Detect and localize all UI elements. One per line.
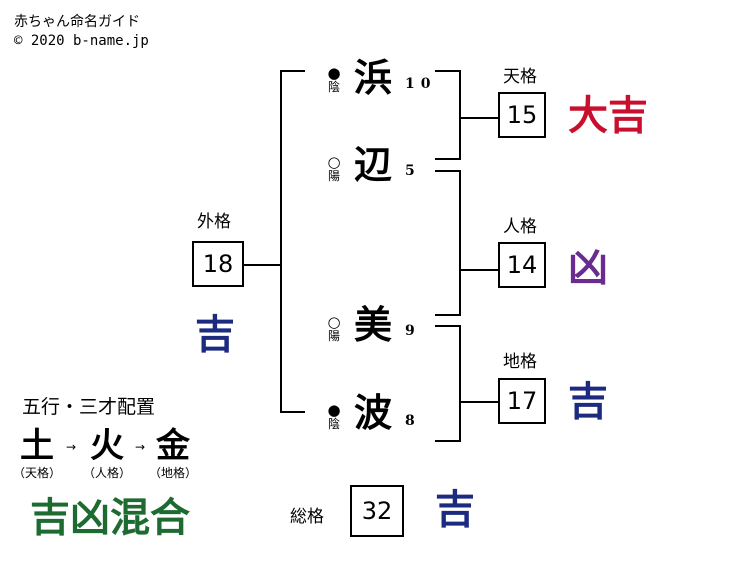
yinyang-label: 陽 <box>327 329 340 343</box>
app-title: 赤ちゃん命名ガイド <box>14 14 140 30</box>
element-char: 金 <box>156 426 190 466</box>
stroke-count: 9 <box>405 323 421 339</box>
outer-bracket-bottom <box>280 411 305 413</box>
gaikaku-fortune: 吉 <box>195 311 235 358</box>
name-char: 辺 <box>354 142 393 187</box>
soukaku-fortune: 吉 <box>435 486 475 533</box>
arrow-icon: → <box>135 440 146 454</box>
name-char: 波 <box>354 390 393 435</box>
jinkaku-bracket-bottom <box>435 314 461 316</box>
arrow-icon: → <box>66 440 77 454</box>
jinkaku-fortune: 凶 <box>568 244 608 291</box>
chikaku-value: 17 <box>498 378 546 424</box>
yinyang-label: 陰 <box>327 417 340 431</box>
yinyang-marker: ○陽 <box>326 313 342 344</box>
jinkaku-value: 14 <box>498 242 546 288</box>
chikaku-bracket-bottom <box>435 440 461 442</box>
gaikaku-value: 18 <box>192 241 244 287</box>
tenkaku-value: 15 <box>498 92 546 138</box>
element-sub: （天格） <box>12 466 61 480</box>
tenkaku-fortune: 大吉 <box>568 92 648 139</box>
yinyang-marker: ○陽 <box>326 153 342 184</box>
element-sub: （地格） <box>148 466 197 480</box>
tenkaku-bracket-top <box>435 70 461 72</box>
element-fire: 火 （人格） <box>72 428 142 481</box>
chikaku-connector <box>459 401 499 403</box>
yinyang-label: 陰 <box>327 80 340 94</box>
yinyang-label: 陽 <box>327 169 340 183</box>
tenkaku-connector <box>459 117 499 119</box>
yinyang-marker: ●陰 <box>326 401 342 432</box>
gaikaku-label: 外格 <box>197 212 231 232</box>
stroke-count: 5 <box>405 163 421 179</box>
soukaku-value: 32 <box>350 485 404 537</box>
jinkaku-bracket-top <box>435 170 461 172</box>
yang-icon: ○ <box>327 153 341 171</box>
soukaku-label: 総格 <box>290 507 324 527</box>
jinkaku-connector <box>459 269 499 271</box>
chikaku-bracket-top <box>435 325 461 327</box>
copyright: © 2020 b-name.jp <box>14 33 149 49</box>
jinkaku-bracket-line <box>459 170 461 316</box>
element-sub: （人格） <box>82 466 131 480</box>
yin-icon: ● <box>327 64 341 82</box>
element-earth: 土 （天格） <box>2 428 72 481</box>
stroke-count: 10 <box>405 76 437 92</box>
tenkaku-label: 天格 <box>503 67 537 87</box>
jinkaku-label: 人格 <box>503 217 537 237</box>
outer-bracket-top <box>280 70 305 72</box>
name-char: 浜 <box>354 55 393 100</box>
name-char: 美 <box>354 302 393 347</box>
chikaku-fortune: 吉 <box>568 378 608 425</box>
yin-icon: ● <box>327 401 341 419</box>
gogyo-title: 五行・三才配置 <box>22 396 156 418</box>
yang-icon: ○ <box>327 313 341 331</box>
yinyang-marker: ●陰 <box>326 64 342 95</box>
tenkaku-bracket-line <box>459 70 461 160</box>
element-char: 火 <box>90 426 124 466</box>
outer-bracket-line <box>280 70 282 413</box>
gaikaku-connector <box>244 264 281 266</box>
chikaku-label: 地格 <box>503 352 537 372</box>
element-char: 土 <box>20 426 54 466</box>
gogyo-result: 吉凶混合 <box>30 494 190 541</box>
tenkaku-bracket-bottom <box>435 158 461 160</box>
chikaku-bracket-line <box>459 325 461 442</box>
stroke-count: 8 <box>405 413 421 429</box>
element-metal: 金 （地格） <box>138 428 208 481</box>
